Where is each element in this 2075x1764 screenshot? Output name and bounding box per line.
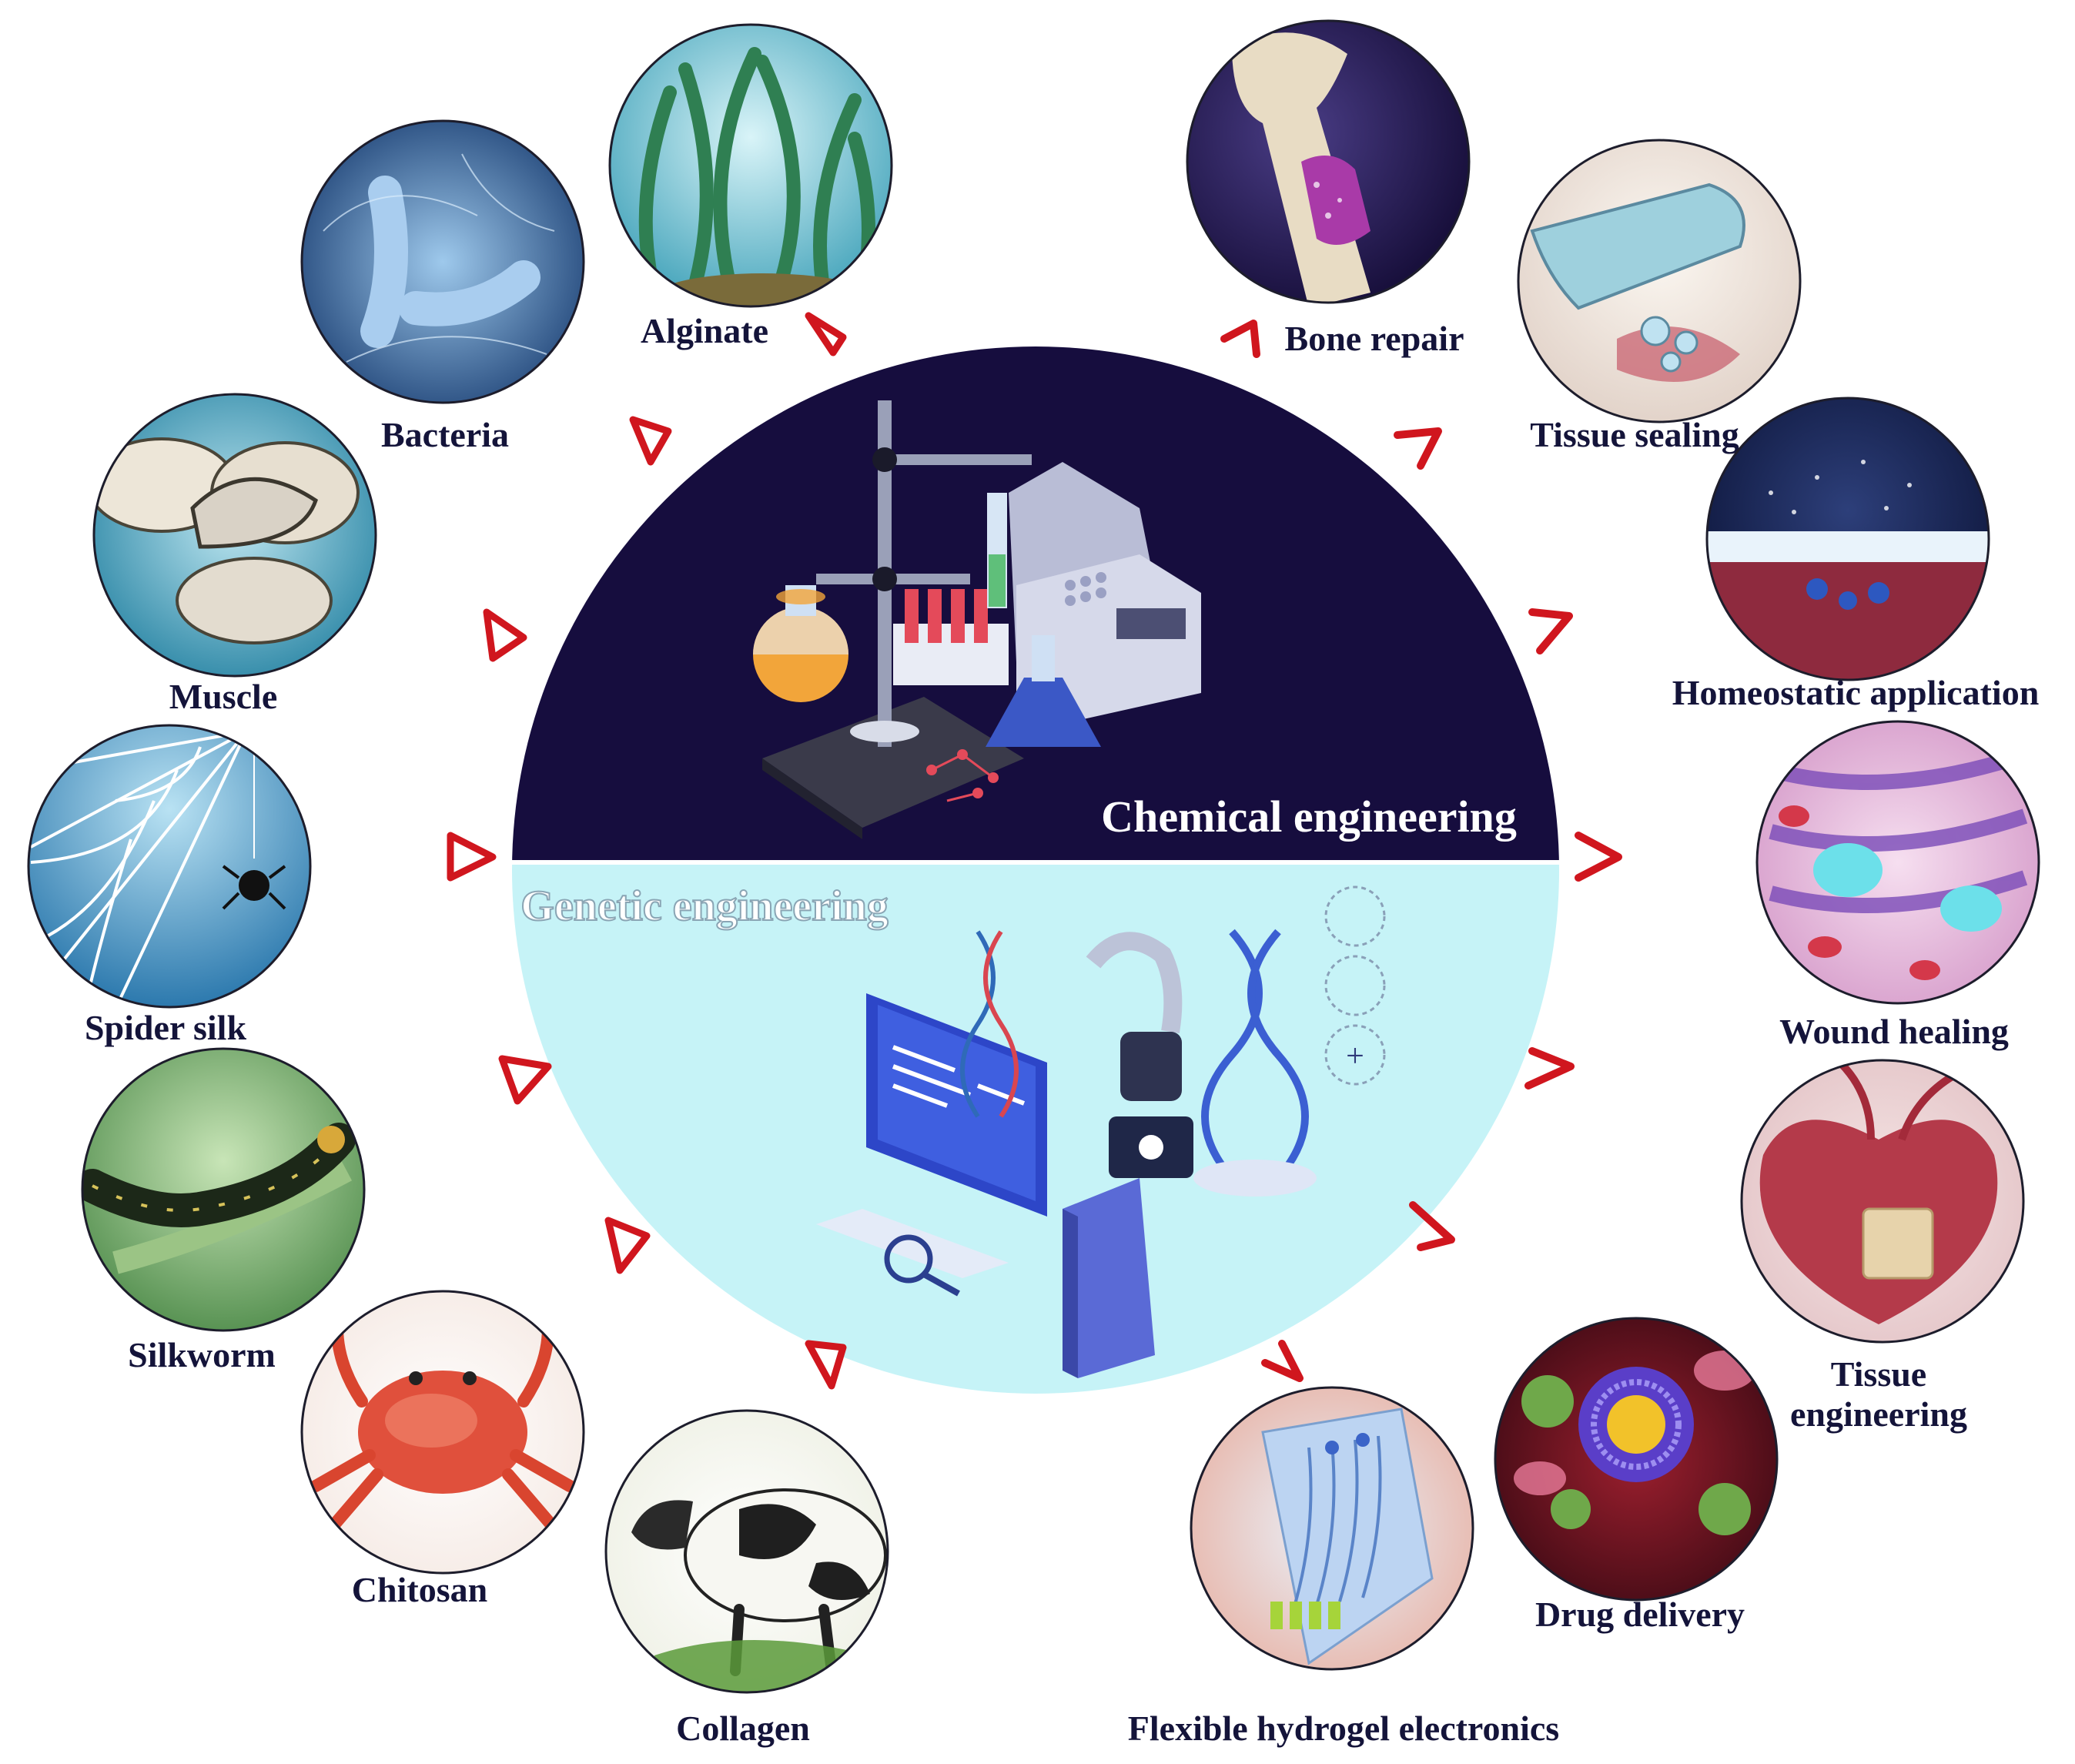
source-label: Silkworm <box>128 1335 276 1374</box>
tissue-cells-icon <box>1757 721 2039 1003</box>
source-alginate: Alginate <box>608 23 893 350</box>
application-label-line2: engineering <box>1790 1394 1967 1434</box>
source-label: Bacteria <box>381 415 509 454</box>
chemical-engineering-label: Chemical engineering <box>1101 792 1517 842</box>
crab-icon <box>302 1291 584 1573</box>
flow-arrows <box>447 312 847 1390</box>
spider-web-icon <box>28 725 310 1007</box>
application-drug-delivery: Drug delivery <box>1494 1317 1779 1634</box>
application-tissue-sealing: Tissue sealing <box>1517 139 1802 454</box>
source-label: Collagen <box>676 1709 810 1748</box>
source-label: Chitosan <box>352 1570 487 1609</box>
arrow-wound-healing <box>1575 832 1622 882</box>
arrow-chitosan <box>604 1217 651 1274</box>
application-label: Homeostatic application <box>1672 673 2040 712</box>
arrow-bacteria <box>629 416 672 466</box>
application-label: Flexible hydrogel electronics <box>1128 1709 1559 1748</box>
application-label: Bone repair <box>1285 319 1464 358</box>
arrow-spider-silk <box>447 832 497 882</box>
adhesive-patch-icon <box>1518 140 1800 422</box>
heart-patch-icon <box>1742 1060 2023 1342</box>
arrow-collagen <box>805 1340 847 1390</box>
application-flexible-electronics: Flexible hydrogel electronics <box>1128 1386 1559 1748</box>
svg-text:+: + <box>1346 1039 1364 1074</box>
application-label: Wound healing <box>1779 1012 2009 1051</box>
source-label: Muscle <box>169 677 278 716</box>
flexible-electrode-icon <box>1191 1387 1473 1669</box>
application-tissue-engineering: Tissue engineering <box>1740 1059 2025 1434</box>
hemostasis-icon <box>1707 398 1989 680</box>
source-label: Alginate <box>641 311 768 350</box>
arrow-tissue-engineering <box>1524 1047 1575 1090</box>
arrow-muscle <box>483 608 527 662</box>
lab-equipment-icon <box>753 400 1201 839</box>
source-spider-silk: Spider silk <box>27 724 312 1047</box>
arrow-drug-delivery <box>1409 1201 1455 1251</box>
source-muscle: Muscle <box>92 393 377 716</box>
arrow-tissue-sealing <box>1394 427 1442 470</box>
arrow-silkworm <box>498 1055 552 1105</box>
source-collagen: Collagen <box>604 1409 889 1748</box>
bone-icon <box>1187 21 1469 303</box>
application-wound-healing: Wound healing <box>1755 720 2040 1051</box>
application-label: Tissue sealing <box>1530 415 1739 454</box>
arrow-homeostatic <box>1528 608 1573 654</box>
mussel-shell-icon <box>94 394 376 676</box>
application-arrows <box>1220 320 1622 1382</box>
genetic-lab-icon: + <box>816 885 1386 1378</box>
arrow-flexible-electronics <box>1261 1340 1304 1382</box>
central-circle: Chemical engineering Genetic engineering <box>500 346 1563 1394</box>
source-silkworm: Silkworm <box>81 1047 366 1374</box>
cow-icon <box>606 1411 888 1692</box>
bacteria-icon <box>302 121 584 403</box>
arrow-bone-repair <box>1220 320 1260 358</box>
application-homeostatic: Homeostatic application <box>1672 397 2040 712</box>
application-label-line1: Tissue <box>1831 1354 1926 1394</box>
source-chitosan: Chitosan <box>300 1290 585 1609</box>
source-label: Spider silk <box>85 1008 246 1047</box>
application-label: Drug delivery <box>1535 1595 1745 1634</box>
genetic-engineering-label: Genetic engineering <box>520 882 888 930</box>
silkworm-icon <box>82 1049 364 1331</box>
application-bone-repair: Bone repair <box>1186 19 1471 358</box>
source-bacteria: Bacteria <box>300 119 585 454</box>
nanocarrier-icon <box>1495 1318 1777 1600</box>
arrow-alginate <box>805 312 847 356</box>
